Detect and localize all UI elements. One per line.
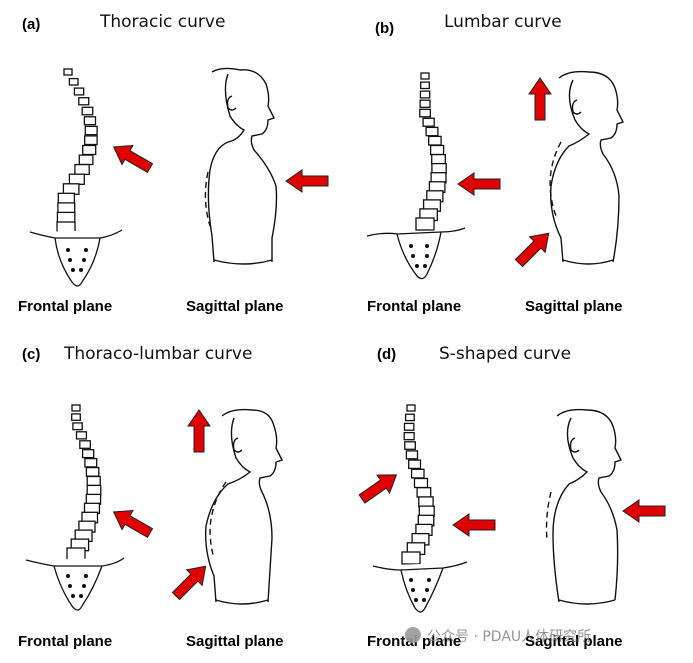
vertebra: [81, 106, 94, 116]
vertebra: [403, 422, 415, 431]
panel-tag: (c): [22, 346, 41, 363]
correction-arrow-frontal-lower-d: [452, 513, 496, 537]
vertebra: [71, 404, 81, 412]
frontal-spine-c: [66, 404, 102, 561]
vertebra: [404, 413, 415, 422]
vertebra: [68, 77, 79, 86]
panel-b-figure: [366, 70, 624, 280]
frontal-plane-label: Frontal plane: [367, 298, 462, 315]
vertebra: [86, 475, 101, 487]
sagittal-silhouette-d: [545, 408, 622, 605]
panel-d-figure: [358, 404, 666, 613]
correction-arrow-sagittal-d: [622, 499, 666, 523]
frontal-plane-label: Frontal plane: [18, 633, 113, 650]
vertebra: [86, 484, 102, 496]
vertebra: [73, 87, 85, 96]
sacrum-b: [366, 227, 466, 280]
vertebra: [419, 99, 431, 108]
vertebra: [78, 97, 90, 106]
vertebra: [84, 457, 98, 468]
sacrum-a: [29, 229, 123, 287]
vertebra: [401, 551, 421, 565]
vertebra: [66, 547, 86, 561]
vertebra: [84, 135, 98, 146]
panel-s-shaped-curve: (d) S-shaped curve Frontal plane Sagitta…: [347, 332, 693, 663]
vertebra: [405, 450, 419, 460]
panel-title: S-shaped curve: [439, 344, 572, 364]
vertebra: [79, 440, 91, 449]
panel-tag: (b): [375, 20, 395, 37]
vertebra: [431, 153, 446, 165]
sagittal-silhouette-b: [549, 70, 624, 265]
vertebra: [403, 431, 415, 441]
vertebra: [422, 117, 435, 127]
vertebra: [410, 468, 425, 479]
vertebra: [404, 441, 416, 450]
sagittal-plane-label: Sagittal plane: [186, 298, 284, 315]
frontal-spine-a: [56, 68, 98, 235]
vertebra: [408, 459, 422, 470]
vertebra: [419, 90, 431, 99]
vertebra: [74, 163, 90, 176]
vertebra: [81, 449, 95, 459]
vertebra: [63, 68, 73, 76]
sagittal-plane-label: Sagittal plane: [525, 298, 623, 315]
panel-thoraco-lumbar-curve: (c) Thoraco-lumbar curve Frontal plane S…: [0, 332, 346, 663]
frontal-spine-b: [415, 72, 447, 231]
correction-arrow-sagittal-c: [171, 565, 207, 601]
sacrum-d: [372, 561, 468, 613]
frontal-plane-label: Frontal plane: [18, 298, 113, 315]
vertebra: [431, 162, 447, 175]
vertebra: [415, 217, 435, 231]
vertebra: [78, 154, 94, 166]
vertebra: [75, 431, 88, 440]
correction-arrow-frontal-b: [457, 172, 501, 196]
vertebra: [425, 126, 439, 137]
vertebra: [85, 466, 100, 477]
panel-title: Thoracic curve: [100, 12, 226, 32]
correction-arrow-frontal-a: [112, 144, 154, 174]
correction-arrow-sagittal-b: [514, 232, 550, 268]
watermark: 公众号 · PDAU人体研究所: [405, 626, 591, 646]
panel-c-figure: [25, 404, 283, 611]
vertebra: [83, 116, 97, 126]
vertebra: [419, 108, 431, 118]
correction-arrow-up-c: [187, 409, 211, 453]
sagittal-plane-label: Sagittal plane: [186, 633, 284, 650]
correction-arrow-sagittal-a: [285, 169, 329, 193]
vertebra: [428, 135, 442, 146]
vertebra: [72, 422, 83, 431]
frontal-spine-d: [401, 404, 435, 565]
vertebra: [68, 173, 85, 185]
sagittal-silhouette-c: [204, 408, 283, 605]
panel-lumbar-curve: (b) Lumbar curve Frontal plane Sagittal …: [347, 0, 693, 331]
correction-arrow-up-b: [528, 77, 552, 121]
wechat-icon: [405, 627, 421, 643]
vertebra: [429, 144, 445, 156]
correction-arrow-frontal-c: [112, 509, 154, 539]
panel-title: Lumbar curve: [444, 12, 562, 32]
sacrum-c: [25, 557, 125, 611]
vertebra: [416, 487, 432, 498]
vertebra: [420, 72, 430, 80]
correction-arrow-frontal-upper-d: [358, 474, 398, 504]
panel-tag: (a): [22, 16, 41, 33]
vertebra: [418, 496, 434, 508]
panel-title: Thoraco-lumbar curve: [64, 344, 253, 364]
vertebra: [413, 477, 429, 489]
vertebra: [71, 413, 81, 421]
panel-thoracic-curve: (a) Thoracic curve Frontal plane Sagitta…: [0, 0, 346, 331]
panel-tag: (d): [377, 346, 397, 363]
sagittal-silhouette-a: [204, 67, 278, 265]
vertebra: [82, 144, 97, 156]
vertebra: [406, 404, 416, 412]
sagittal-plane-label: Sagittal plane: [525, 633, 623, 650]
vertebra: [84, 125, 98, 136]
watermark-text: 公众号 · PDAU人体研究所: [427, 629, 592, 645]
panel-a-figure: [29, 67, 329, 287]
vertebra: [420, 81, 430, 90]
